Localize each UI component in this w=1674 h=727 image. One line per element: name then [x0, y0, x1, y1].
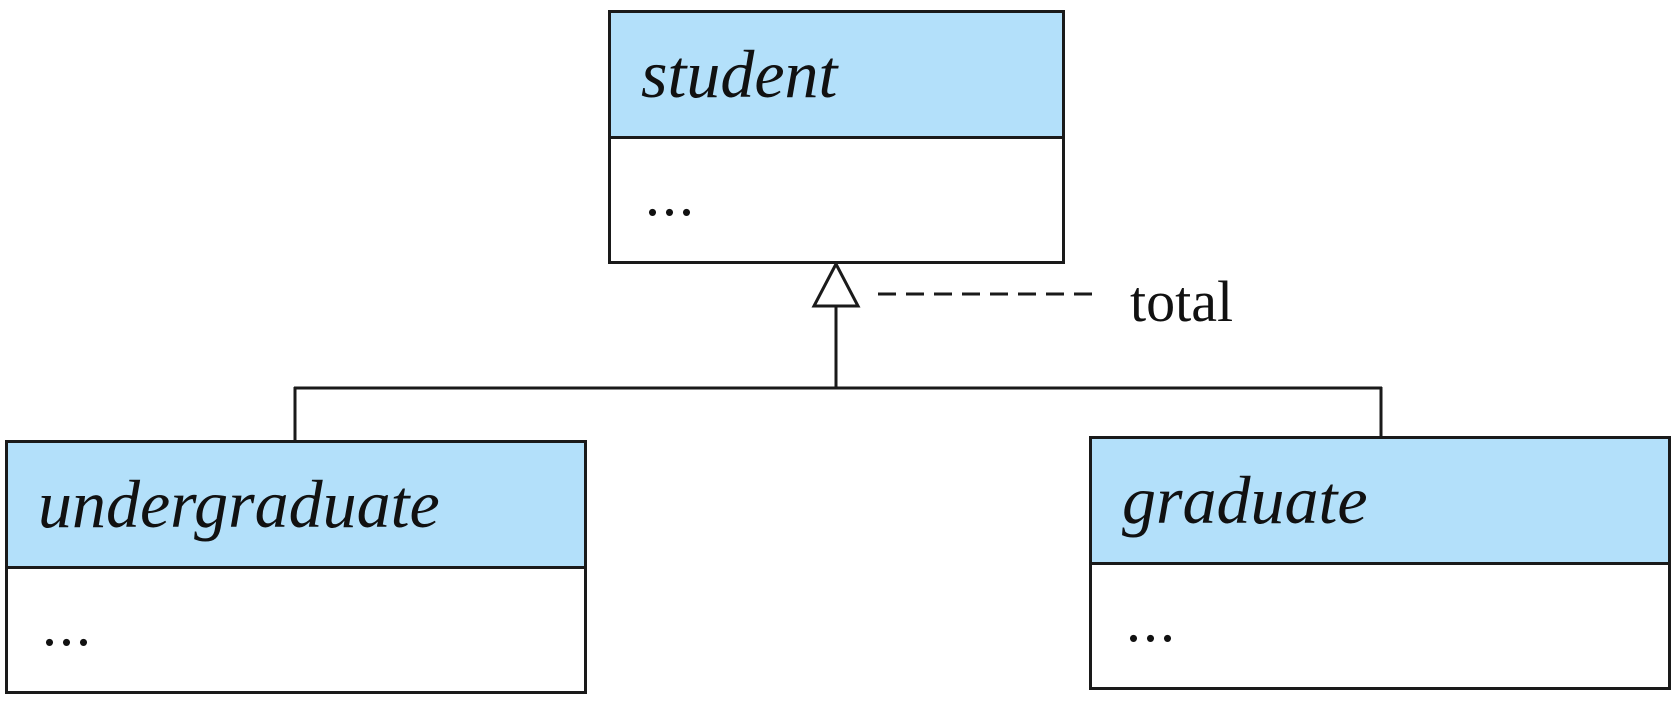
- entity-attributes: ...: [1092, 565, 1668, 687]
- entity-attributes: ...: [8, 569, 584, 691]
- entity-name: graduate: [1092, 439, 1668, 565]
- entity-name: undergraduate: [8, 443, 584, 569]
- graduate-entity[interactable]: graduate ...: [1089, 436, 1671, 690]
- generalization-arrowhead: [811, 260, 861, 308]
- attributes-ellipsis: ...: [645, 162, 696, 228]
- entity-attributes: ...: [611, 139, 1062, 261]
- student-entity[interactable]: student ...: [608, 10, 1065, 264]
- undergraduate-entity[interactable]: undergraduate ...: [5, 440, 587, 694]
- attributes-ellipsis: ...: [42, 592, 93, 658]
- constraint-label: total: [1130, 269, 1234, 334]
- entity-name: student: [611, 13, 1062, 139]
- attributes-ellipsis: ...: [1126, 588, 1177, 654]
